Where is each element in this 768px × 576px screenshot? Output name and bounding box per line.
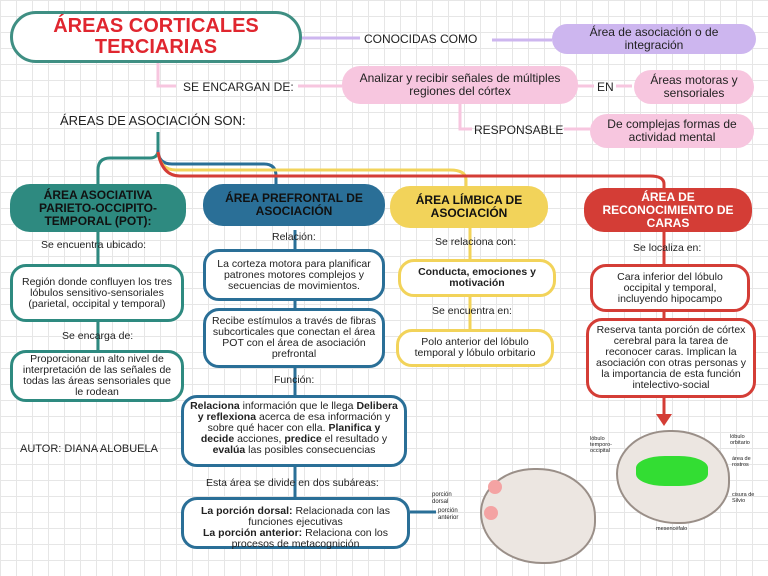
header-prefrontal: ÁREA PREFRONTAL DE ASOCIACIÓN xyxy=(203,184,385,226)
limbica-box-ubicacion: Polo anterior del lóbulo temporal y lóbu… xyxy=(396,329,554,367)
anterior-highlight xyxy=(484,506,498,520)
caras-box-ubicacion: Cara inferior del lóbulo occipital y tem… xyxy=(590,264,750,312)
encargan-label: SE ENCARGAN DE: xyxy=(183,80,294,94)
fn-text-1: información que le llega xyxy=(239,400,357,412)
prefrontal-label-relacion: Relación: xyxy=(272,231,316,243)
fn-text-2: acerca de esa información y sobre qué ha… xyxy=(207,411,391,434)
responsable-label: RESPONSABLE xyxy=(474,123,564,137)
limbica-label-encuentra: Se encuentra en: xyxy=(432,305,512,317)
sub-dorsal-label: La porción dorsal: xyxy=(200,505,293,517)
en-value: Áreas motoras y sensoriales xyxy=(634,70,754,104)
prefrontal-label-funcion: Función: xyxy=(274,374,315,386)
pot-label-encarga: Se encarga de: xyxy=(62,330,134,342)
en-label: EN xyxy=(597,80,614,94)
brain1-label-anterior: porción anterior xyxy=(438,508,459,521)
fn-planifica: Planifica y decide xyxy=(200,422,381,445)
fn-text-4: el resultado y xyxy=(321,433,388,445)
fn-evalua: evalúa xyxy=(212,444,246,456)
areas-son-label: ÁREAS DE ASOCIACIÓN SON: xyxy=(60,113,246,128)
face-area-highlight xyxy=(636,456,708,486)
conocidas-label: CONOCIDAS COMO xyxy=(364,32,478,46)
brain-illustration-prefrontal: porción dorsal porción anterior xyxy=(430,462,598,574)
brain2-label-mesencefalo: mesencéfalo xyxy=(656,526,688,532)
sub-anterior-text: Relaciona con los procesos de metacognic… xyxy=(231,527,388,550)
caras-label-localiza: Se localiza en: xyxy=(633,242,702,254)
limbica-label-relaciona: Se relaciona con: xyxy=(435,236,517,248)
limbica-box-conducta: Conducta, emociones y motivación xyxy=(398,259,556,297)
fn-delibera: Delibera y reflexiona xyxy=(197,400,398,423)
prefrontal-box-corteza: La corteza motora para planificar patron… xyxy=(203,249,385,301)
brain1-label-dorsal: porción dorsal xyxy=(432,492,452,505)
pot-label-ubicado: Se encuentra ubicado: xyxy=(41,239,147,251)
header-caras: ÁREA DE RECONOCIMIENTO DE CARAS xyxy=(584,188,752,232)
brain2-label-orbitario: lóbulo orbitario xyxy=(730,434,750,446)
fn-text-5: las posibles consecuencias xyxy=(245,444,376,456)
conocidas-value: Área de asociación o de integración xyxy=(552,24,756,54)
caras-box-funcion: Reserva tanta porción de córtex cerebral… xyxy=(586,318,756,398)
pot-box-ubicacion: Región donde confluyen los tres lóbulos … xyxy=(10,264,184,322)
prefrontal-box-funcion: Relaciona información que le llega Delib… xyxy=(181,395,407,467)
page-title: ÁREAS CORTICALES TERCIARIAS xyxy=(10,11,302,63)
author: AUTOR: DIANA ALOBUELA xyxy=(20,443,158,455)
brain2-label-rostros: área de rostros xyxy=(732,456,751,468)
fn-text-3: acciones, xyxy=(234,433,285,445)
brain2-label-silvio: cisura de Silvio xyxy=(732,492,755,504)
header-limbica: ÁREA LÍMBICA DE ASOCIACIÓN xyxy=(390,186,548,228)
prefrontal-box-subareas: La porción dorsal: Relacionada con las f… xyxy=(181,497,410,550)
dorsal-highlight xyxy=(488,480,502,494)
sub-anterior-label: La porción anterior: xyxy=(203,527,303,539)
prefrontal-box-estimulos: Recibe estímulos a través de fibras subc… xyxy=(203,308,385,368)
encargan-value: Analizar y recibir señales de múltiples … xyxy=(342,66,578,104)
header-pot: ÁREA ASOCIATIVA PARIETO-OCCIPITO-TEMPORA… xyxy=(10,184,186,232)
fn-relaciona: Relaciona xyxy=(190,400,240,412)
sub-dorsal-text: Relacionada con las funciones ejecutivas xyxy=(248,505,391,528)
pot-box-funcion: Proporcionar un alto nivel de interpreta… xyxy=(10,350,184,402)
responsable-value: De complejas formas de actividad mental xyxy=(590,114,754,148)
brain-illustration-faces: lóbulo temporo-occipital lóbulo orbitari… xyxy=(590,426,758,538)
fn-predice: predice xyxy=(284,433,322,445)
brain2-label-temporo: lóbulo temporo-occipital xyxy=(590,436,613,454)
prefrontal-label-subareas: Esta área se divide en dos subáreas: xyxy=(206,477,379,489)
